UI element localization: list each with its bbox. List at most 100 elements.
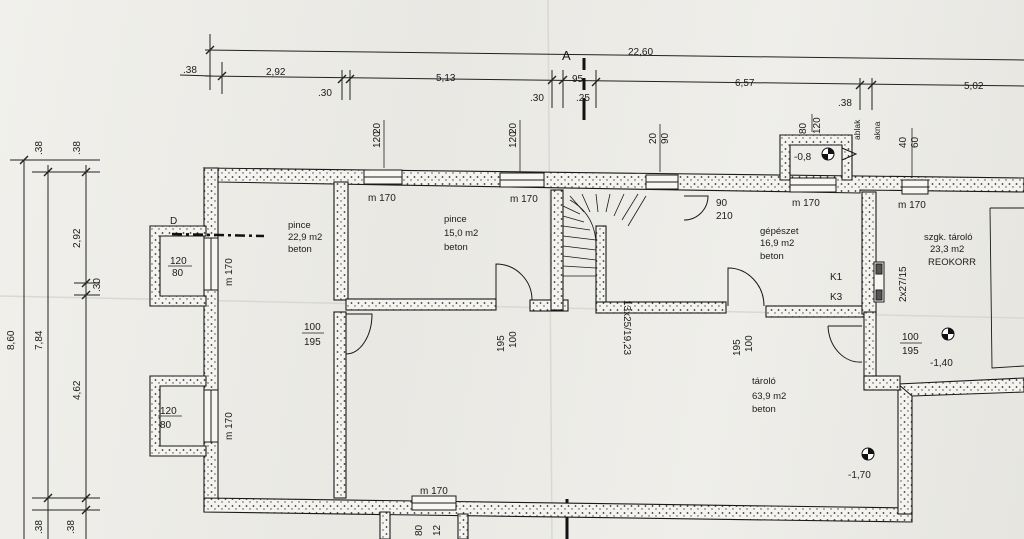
chimney-spec: 2x27/15 (898, 266, 909, 302)
dim-left-30: .30 (92, 278, 103, 292)
dim-seg-c: 6,57 (735, 78, 755, 89)
level-markers (821, 147, 955, 461)
level-marker-icon (861, 447, 875, 461)
w2-top: 120 (508, 131, 519, 148)
dim-seg-a: 2,92 (266, 67, 286, 78)
marker-d: D (170, 216, 177, 227)
opening-m170-left1: m 170 (224, 258, 235, 286)
room-garage-storage: szgk. tároló 23,3 m2 REOKORR (924, 232, 976, 268)
dim-top-left: .38 (183, 65, 197, 76)
room-floor: beton (752, 404, 776, 415)
staircase (562, 193, 647, 277)
stairs-spec: 13x25/19,23 (621, 300, 632, 355)
door5-height: 210 (716, 211, 733, 222)
w4-top: 120 (812, 117, 823, 134)
dim-left-860: 8,60 (6, 330, 17, 350)
room-name: gépészet (760, 226, 799, 237)
room-area: 63,9 m2 (752, 391, 786, 402)
section-hint-line (171, 232, 265, 238)
door4-width: 100 (902, 332, 919, 343)
doors (345, 195, 863, 363)
w5-top: 60 (910, 136, 921, 148)
section-line-a (565, 58, 586, 539)
dim-small-30a: .30 (318, 88, 332, 99)
w2-bot: 20 (508, 122, 519, 134)
room-floor: beton (444, 242, 468, 253)
garage-outline (989, 207, 1024, 369)
dim-left-38c: .38 (34, 520, 45, 534)
tag-akna: akna (872, 121, 882, 140)
dim-seg-b: 5,13 (436, 73, 456, 84)
dim-small-38: .38 (838, 98, 852, 109)
dim-left-784: 7,84 (34, 330, 45, 350)
w3-bot: 20 (648, 132, 659, 144)
dim-left-38d: .38 (66, 520, 77, 534)
pit2-width: 120 (160, 406, 177, 417)
room-name: pince (444, 214, 467, 225)
room-name: szgk. tároló (924, 232, 973, 243)
room-area: 23,3 m2 (930, 244, 964, 255)
left-dimension-chain (10, 155, 100, 539)
opening-m170-1: m 170 (368, 193, 396, 204)
door2-width: 100 (508, 331, 519, 348)
room-floor: beton (288, 244, 312, 255)
room-area: 16,9 m2 (760, 238, 794, 249)
room-taroló: tároló 63,9 m2 beton (752, 376, 786, 415)
door4-height: 195 (902, 346, 919, 357)
room-name: pince (288, 220, 311, 231)
door3-width: 100 (744, 335, 755, 352)
opening-m170-bottom: m 170 (420, 486, 448, 497)
room-gepeszet: gépészet 16,9 m2 beton (760, 226, 799, 262)
dim-small-30b: .30 (530, 93, 544, 104)
light-pit-left-2 (149, 375, 207, 457)
light-pit-top (779, 134, 853, 181)
opening-m170-left2: m 170 (224, 412, 235, 440)
dim-seg-d: 5,02 (964, 81, 984, 92)
opening-m170-4: m 170 (898, 200, 926, 211)
door2-height: 195 (496, 335, 507, 352)
pit2-height: 80 (160, 420, 172, 431)
w1-bot: 20 (372, 122, 383, 134)
chimney (873, 261, 885, 303)
w5-bot: 40 (898, 136, 909, 148)
windows (203, 169, 929, 511)
pit1-width: 120 (170, 256, 187, 267)
dim-left-38b: .38 (72, 141, 83, 155)
dim-small-25: .25 (576, 93, 590, 104)
room-name: tároló (752, 376, 776, 387)
dim-left-462: 4,62 (72, 380, 83, 400)
dim-left-292: 2,92 (72, 228, 83, 248)
section-marker-a: A (562, 48, 571, 63)
paper-fold (547, 0, 553, 539)
light-pit-bottom (379, 511, 469, 539)
room-area: 15,0 m2 (444, 228, 478, 239)
opening-m170-3: m 170 (792, 198, 820, 209)
akna-level: -0,8 (794, 152, 812, 163)
door1-width: 100 (304, 322, 321, 333)
dim-overall: 22,60 (628, 47, 653, 58)
door3-height: 195 (732, 339, 743, 356)
room-floor: beton (760, 251, 784, 262)
bottom-12: 12 (432, 524, 443, 536)
level-l2: -1,70 (848, 470, 871, 481)
door1-height: 195 (304, 337, 321, 348)
walls (202, 167, 1024, 523)
room-floor: REOKORR (928, 257, 976, 268)
dim-left-38a: .38 (34, 141, 45, 155)
top-dimension-chain (179, 34, 1024, 110)
flue-k1: K1 (830, 272, 843, 283)
flue-k3: K3 (830, 292, 843, 303)
level-marker-icon (821, 147, 835, 161)
room-pince-2: pince 15,0 m2 beton (444, 214, 478, 253)
room-pince-1: pince 22,9 m2 beton (288, 220, 322, 255)
w4-bot: 80 (798, 122, 809, 134)
level-l1: -1,40 (930, 358, 953, 369)
bottom-80: 80 (414, 524, 425, 536)
opening-m170-2: m 170 (510, 194, 538, 205)
window-tags (383, 114, 913, 178)
pit1-height: 80 (172, 268, 184, 279)
level-marker-icon (941, 327, 955, 341)
w1-top: 120 (372, 131, 383, 148)
